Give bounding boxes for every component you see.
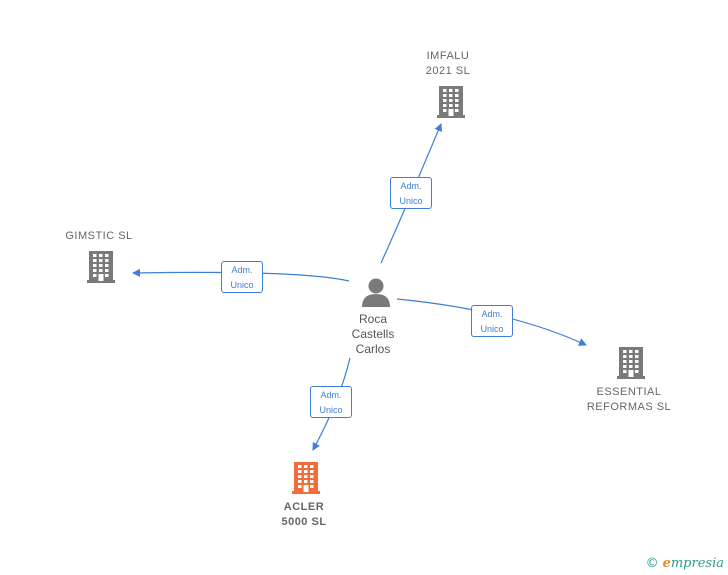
edge-label-imfalu-line2: Unico <box>399 196 423 206</box>
company-label-imfalu[interactable]: IMFALU 2021 SL <box>425 50 471 77</box>
building-icon-acler[interactable] <box>292 462 320 494</box>
copyright-icon: © <box>645 556 659 571</box>
company-label-essential[interactable]: ESSENTIAL REFORMAS SL <box>586 386 672 413</box>
brand-name: mpresia <box>670 556 724 571</box>
building-icon-gimstic[interactable] <box>87 251 115 283</box>
edge-label-imfalu: Adm. Unico <box>390 177 432 209</box>
building-icon-imfalu[interactable] <box>437 86 465 118</box>
person-name-line3: Carlos <box>355 342 391 356</box>
building-icon-essential[interactable] <box>617 347 645 379</box>
company-label-acler[interactable]: ACLER 5000 SL <box>281 501 327 528</box>
edge-label-essential: Adm. Unico <box>471 305 513 337</box>
edge-label-gimstic-line1: Adm. <box>231 265 253 275</box>
edge-label-essential-line1: Adm. <box>481 309 503 319</box>
edge-label-acler-line1: Adm. <box>320 390 342 400</box>
edge-label-gimstic: Adm. Unico <box>221 261 263 293</box>
brand-initial: e <box>662 556 671 571</box>
edge-gimstic <box>132 268 350 282</box>
person-name-line1: Roca <box>358 312 387 326</box>
person-name-line2: Castells <box>351 327 395 341</box>
edge-label-gimstic-line2: Unico <box>230 280 254 290</box>
person-label[interactable]: Roca Castells Carlos <box>323 312 423 357</box>
company-label-gimstic[interactable]: GIMSTIC SL <box>65 230 133 242</box>
edge-label-acler-line2: Unico <box>319 405 343 415</box>
person-icon[interactable] <box>362 278 390 308</box>
edge-label-essential-line2: Unico <box>480 324 504 334</box>
edge-label-acler: Adm. Unico <box>310 386 352 418</box>
edge-label-imfalu-line1: Adm. <box>400 181 422 191</box>
brand-logo[interactable]: ©empresia <box>646 556 724 571</box>
